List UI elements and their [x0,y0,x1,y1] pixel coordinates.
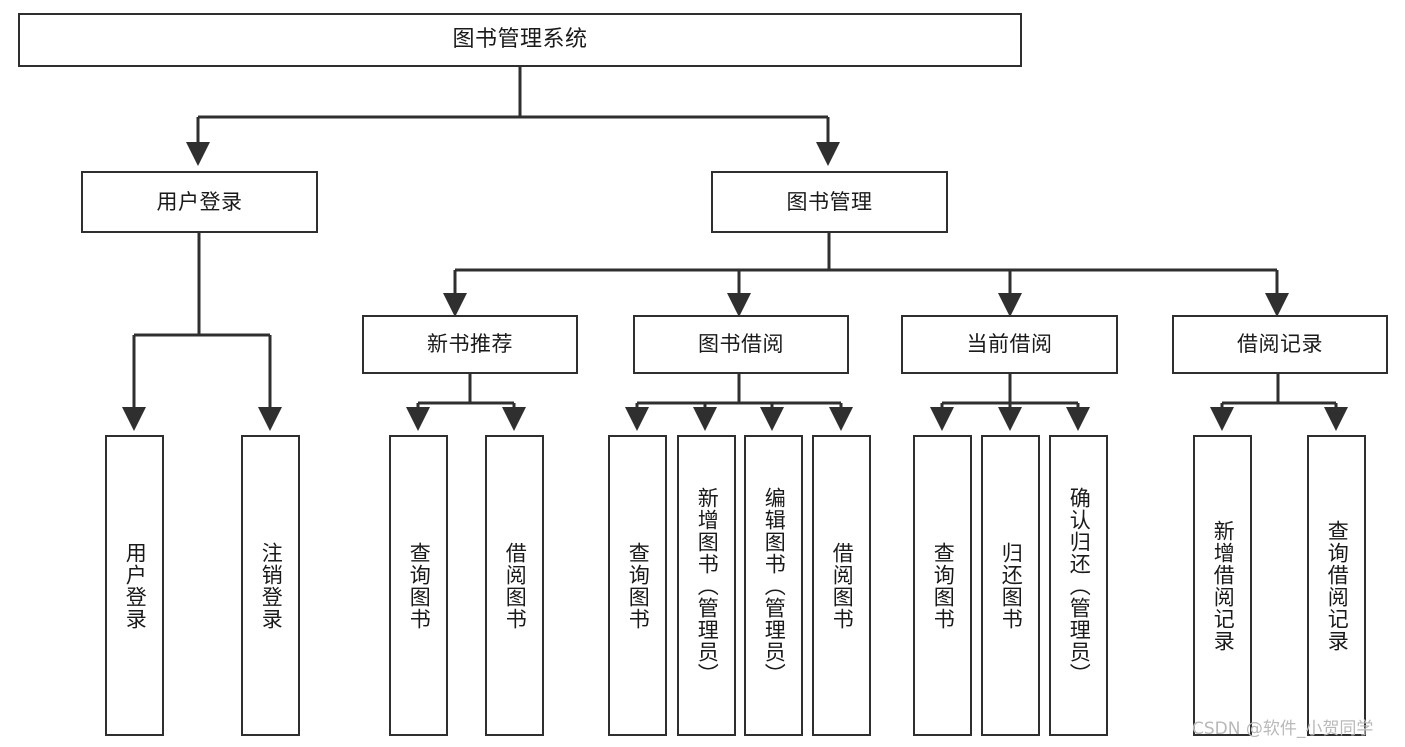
leaf-new-book-query-book[interactable]: 查询图书 [389,435,448,736]
node-label: 查询借阅记录 [1325,519,1350,652]
node-label: 查询图书 [931,541,956,630]
csdn-watermark: CSDN @软件_小贺同学 [1192,719,1374,739]
node-label: 图书借阅 [698,332,784,357]
leaf-current-borrow-return-book[interactable]: 归还图书 [981,435,1040,736]
node-label: 查询图书 [407,541,432,630]
leaf-current-borrow-query-book[interactable]: 查询图书 [913,435,972,736]
node-book-management[interactable]: 图书管理 [711,171,948,233]
node-label: 借阅图书 [830,541,855,630]
node-label: 查询图书 [626,541,651,630]
node-label: 当前借阅 [966,332,1053,357]
leaf-book-borrow-add-book-admin[interactable]: 新增图书（管理员） [677,435,736,736]
node-label: 图书管理 [786,189,873,214]
node-label: 借阅记录 [1237,332,1323,357]
node-label: 新增借阅记录 [1211,519,1236,652]
leaf-book-borrow-query-book[interactable]: 查询图书 [608,435,667,736]
node-label: 新书推荐 [427,332,513,357]
node-user-login[interactable]: 用户登录 [81,171,318,233]
node-label: 用户登录 [123,541,148,630]
node-borrow-record[interactable]: 借阅记录 [1172,315,1388,374]
leaf-book-borrow-borrow-book[interactable]: 借阅图书 [812,435,871,736]
node-label: 确认归还（管理员） [1067,486,1092,685]
leaf-user-login-logout[interactable]: 注销登录 [241,435,300,736]
node-current-borrow[interactable]: 当前借阅 [901,315,1118,374]
leaf-user-login-login[interactable]: 用户登录 [105,435,164,736]
leaf-current-borrow-confirm-return-admin[interactable]: 确认归还（管理员） [1049,435,1108,736]
leaf-borrow-record-query-record[interactable]: 查询借阅记录 [1307,435,1366,736]
node-new-book-recommend[interactable]: 新书推荐 [362,315,578,374]
node-label: 归还图书 [999,541,1024,630]
leaf-book-borrow-edit-book-admin[interactable]: 编辑图书（管理员） [744,435,803,736]
node-label: 编辑图书（管理员） [762,486,787,685]
node-root-system[interactable]: 图书管理系统 [18,13,1022,67]
leaf-new-book-borrow-book[interactable]: 借阅图书 [485,435,544,736]
leaf-borrow-record-add-record[interactable]: 新增借阅记录 [1193,435,1252,736]
node-label: 注销登录 [259,541,284,630]
node-label: 用户登录 [156,189,243,214]
node-book-borrow[interactable]: 图书借阅 [633,315,849,374]
node-label: 新增图书（管理员） [695,486,720,685]
node-label: 借阅图书 [503,541,528,630]
node-label: 图书管理系统 [452,26,588,52]
